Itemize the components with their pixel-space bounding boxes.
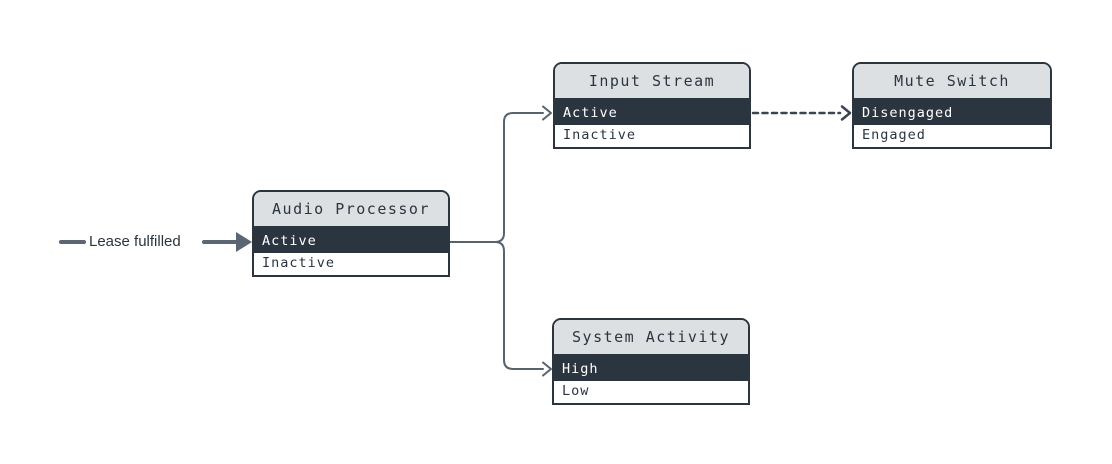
event-label-lease-fulfilled: Lease fulfilled	[89, 233, 181, 250]
state-row-mute-switch-engaged[interactable]: Engaged	[854, 125, 1050, 145]
node-input-stream-title: Input Stream	[555, 64, 749, 100]
edge-audio-processor-to-input-stream	[494, 112, 544, 243]
node-audio-processor[interactable]: Audio Processor Active Inactive	[252, 190, 450, 277]
state-label: High	[562, 360, 599, 377]
event-arrowhead-icon	[236, 232, 252, 252]
state-label: Engaged	[862, 127, 926, 143]
state-label: Low	[562, 383, 590, 399]
state-row-audio-processor-active[interactable]: Active	[254, 228, 448, 253]
state-label: Inactive	[563, 127, 637, 143]
edge-arrowhead-mute-switch-icon	[840, 105, 852, 121]
state-label: Inactive	[262, 255, 336, 271]
node-mute-switch[interactable]: Mute Switch Disengaged Engaged	[852, 62, 1052, 149]
state-label: Disengaged	[862, 104, 954, 121]
state-label: Active	[563, 104, 618, 121]
state-row-audio-processor-inactive[interactable]: Inactive	[254, 253, 448, 273]
node-system-activity-title: System Activity	[554, 320, 748, 356]
node-system-activity[interactable]: System Activity High Low	[552, 318, 750, 405]
edge-arrowhead-input-stream-icon	[542, 105, 552, 121]
state-row-input-stream-inactive[interactable]: Inactive	[555, 125, 749, 145]
state-row-system-activity-high[interactable]: High	[554, 356, 748, 381]
state-label: Active	[262, 232, 317, 249]
state-row-input-stream-active[interactable]: Active	[555, 100, 749, 125]
state-row-system-activity-low[interactable]: Low	[554, 381, 748, 401]
node-input-stream[interactable]: Input Stream Active Inactive	[553, 62, 751, 149]
node-audio-processor-title: Audio Processor	[254, 192, 448, 228]
state-row-mute-switch-disengaged[interactable]: Disengaged	[854, 100, 1050, 125]
edge-audio-processor-to-system-activity	[494, 241, 544, 370]
edge-arrowhead-system-activity-icon	[542, 361, 552, 377]
node-mute-switch-title: Mute Switch	[854, 64, 1050, 100]
